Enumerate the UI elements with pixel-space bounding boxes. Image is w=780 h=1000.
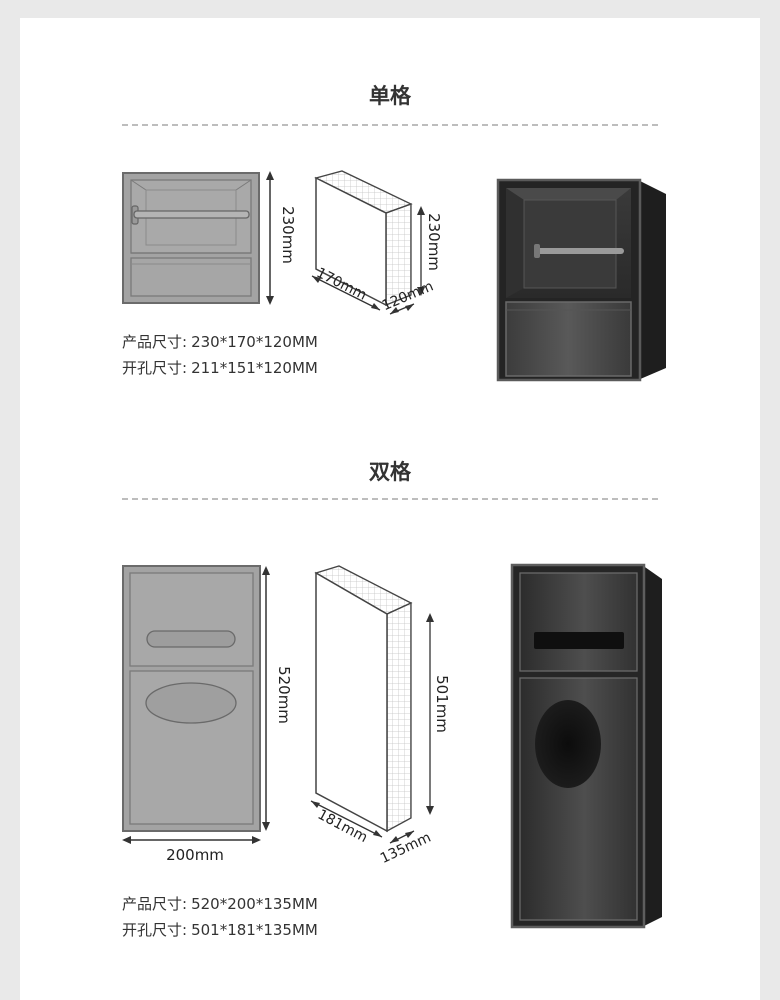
single-box-drawing: [311, 170, 425, 315]
double-product-image: [510, 563, 662, 929]
section-title-single: 单格: [369, 84, 411, 108]
single-front-drawing: [122, 172, 260, 304]
spec-row: 产品尺寸:230*170*120MM: [122, 329, 318, 355]
single-product-image: [496, 178, 666, 382]
double-front-drawing: [122, 565, 261, 832]
single-front-height-dimension: [266, 171, 274, 305]
spec-label: 产品尺寸:: [122, 333, 188, 351]
spec-label: 产品尺寸:: [122, 895, 188, 913]
section-divider: [122, 498, 658, 500]
single-spec-list: 产品尺寸:230*170*120MM 开孔尺寸:211*151*120MM: [122, 329, 318, 381]
spec-label: 开孔尺寸:: [122, 921, 188, 939]
spec-value: 501*181*135MM: [191, 921, 318, 939]
double-spec-list: 产品尺寸:520*200*135MM 开孔尺寸:501*181*135MM: [122, 891, 318, 943]
spec-label: 开孔尺寸:: [122, 359, 188, 377]
section-title-double: 双格: [369, 460, 411, 484]
single-box-height-label: 230mm: [425, 213, 443, 271]
spec-value: 230*170*120MM: [191, 333, 318, 351]
spec-value: 211*151*120MM: [191, 359, 318, 377]
single-front-height-label: 230mm: [279, 206, 297, 264]
double-front-width-dimension: [122, 836, 261, 844]
product-card: 单格 230mm: [20, 18, 760, 1000]
section-divider: [122, 124, 658, 126]
double-box-drawing: [310, 565, 434, 844]
spec-value: 520*200*135MM: [191, 895, 318, 913]
spec-row: 开孔尺寸:211*151*120MM: [122, 355, 318, 381]
double-front-width-label: 200mm: [166, 846, 224, 864]
double-front-height-label: 520mm: [275, 666, 293, 724]
spec-row: 产品尺寸:520*200*135MM: [122, 891, 318, 917]
spec-row: 开孔尺寸:501*181*135MM: [122, 917, 318, 943]
double-front-height-dimension: [262, 566, 270, 831]
double-box-height-label: 501mm: [433, 675, 451, 733]
